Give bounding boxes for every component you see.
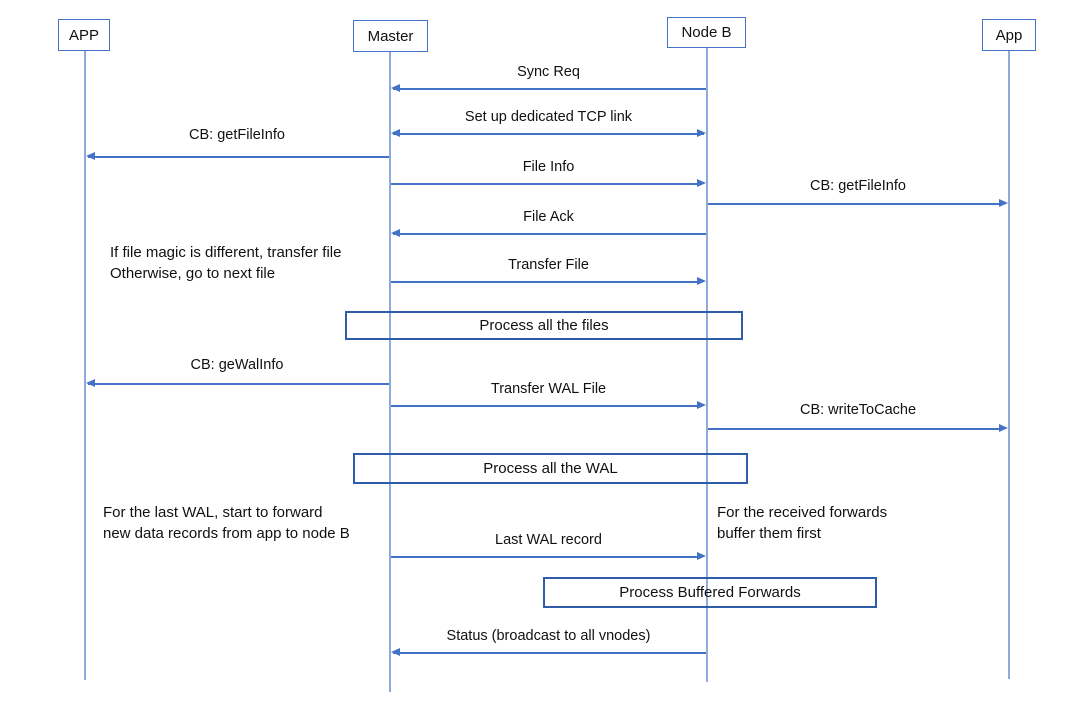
arrow-right-icon [697, 179, 706, 187]
lifeline-node-b [706, 48, 708, 682]
actor-label: APP [68, 26, 99, 44]
actor-app-right: App [982, 19, 1036, 51]
message-label: Set up dedicated TCP link [464, 109, 633, 125]
message-line [391, 405, 702, 407]
process-box-buffered-forwards: Process Buffered Forwards [543, 577, 877, 608]
arrow-left-icon [391, 84, 400, 92]
process-box-wal: Process all the WAL [353, 453, 748, 484]
arrow-right-icon [999, 199, 1008, 207]
message-label: File Ack [523, 209, 574, 225]
message-line [393, 88, 706, 90]
message-label: CB: getFileInfo [189, 127, 285, 143]
actor-app-left: APP [58, 19, 110, 51]
note-line: For the last WAL, start to forward [103, 504, 323, 521]
message-label: Status (broadcast to all vnodes) [446, 628, 651, 644]
message-label: Transfer File [508, 257, 589, 273]
note-line: For the received forwards [717, 504, 888, 521]
note-buffer-forwards: For the received forwards buffer them fi… [717, 502, 887, 544]
message-line [391, 183, 702, 185]
note-last-wal-forward: For the last WAL, start to forward new d… [103, 502, 350, 544]
message-line [708, 203, 999, 205]
lifeline-app-left [84, 51, 86, 680]
note-line: buffer them first [717, 525, 821, 542]
message-line [393, 652, 706, 654]
process-box-label: Process all the WAL [483, 460, 618, 477]
arrow-right-icon [697, 552, 706, 560]
arrow-right-icon [697, 401, 706, 409]
message-label: Transfer WAL File [490, 381, 607, 397]
note-file-magic: If file magic is different, transfer fil… [110, 242, 341, 284]
message-line [393, 233, 706, 235]
actor-label: App [995, 26, 1023, 44]
message-label: Sync Req [517, 64, 580, 80]
message-label: Last WAL record [495, 532, 602, 548]
note-line: Otherwise, go to next file [110, 265, 276, 282]
message-line [88, 383, 389, 385]
process-box-files: Process all the files [345, 311, 743, 340]
note-line: new data records from app to node B [103, 525, 350, 542]
message-label: CB: getFileInfo [810, 178, 906, 194]
arrow-left-icon [86, 152, 95, 160]
arrow-left-icon [391, 648, 400, 656]
lifeline-master [389, 52, 391, 692]
lifeline-app-right [1008, 51, 1010, 679]
actor-master: Master [353, 20, 428, 52]
message-line [391, 556, 702, 558]
arrow-left-icon [86, 379, 95, 387]
message-label: File Info [522, 159, 575, 175]
message-line [88, 156, 389, 158]
message-line [391, 281, 702, 283]
message-line [393, 133, 704, 135]
arrow-right-icon [999, 424, 1008, 432]
actor-label: Master [367, 27, 414, 45]
process-box-label: Process all the files [479, 317, 609, 334]
arrow-right-icon [697, 277, 706, 285]
arrow-right-icon [697, 129, 706, 137]
message-label: CB: geWalInfo [190, 357, 284, 373]
arrow-left-icon [391, 129, 400, 137]
process-box-label: Process Buffered Forwards [619, 584, 801, 601]
actor-label: Node B [681, 24, 732, 41]
actor-node-b: Node B [667, 17, 746, 48]
arrow-left-icon [391, 229, 400, 237]
message-label: CB: writeToCache [799, 402, 917, 418]
message-line [708, 428, 999, 430]
note-line: If file magic is different, transfer fil… [110, 244, 342, 261]
